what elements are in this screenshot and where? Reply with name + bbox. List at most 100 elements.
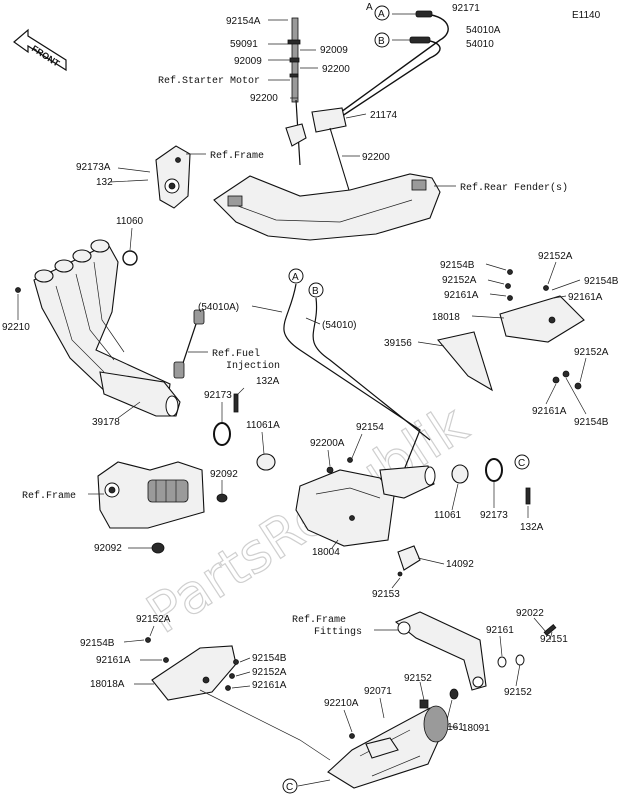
part-92152A-d: 92152A [136, 614, 171, 625]
callout-a-top-letter: A [378, 9, 385, 20]
part-92210A: 92210A [324, 698, 359, 709]
heat-shield-left [145, 637, 239, 701]
ref-frame-top: Ref.Frame [210, 150, 264, 162]
part-92154B-e: 92154B [252, 653, 287, 664]
exhaust-clamp-left [213, 393, 239, 446]
part-92152A-e: 92152A [252, 667, 287, 678]
gasket-ring [122, 250, 138, 266]
part-92154: 92154 [356, 422, 384, 433]
callout-b-mid: B [312, 286, 319, 297]
rear-fender-part [213, 173, 441, 241]
part-92200-c: 92200 [362, 152, 390, 163]
nut-92210 [15, 287, 21, 293]
part-92152-a: 92152 [504, 687, 532, 698]
part-92071: 92071 [364, 686, 392, 697]
ref-frame-left: Ref.Frame [22, 490, 76, 502]
diagram-code: E1140 [572, 10, 601, 21]
part-11061A: 11061A [246, 420, 280, 431]
part-92152A-b: 92152A [538, 251, 573, 262]
cover-14092 [397, 545, 421, 571]
part-21174: 21174 [370, 110, 398, 121]
part-92151: 92151 [540, 634, 568, 645]
part-54010A: 54010A [466, 25, 501, 36]
part-92153: 92153 [372, 589, 400, 600]
part-92022: 92022 [516, 608, 544, 619]
part-54010: 54010 [466, 39, 494, 50]
part-11061: 11061 [434, 510, 462, 521]
part-132A-b: 132A [520, 522, 544, 533]
part-92161A-a: 92161A [444, 290, 479, 301]
ref-frame-fittings-1: Ref.Frame [292, 614, 346, 626]
frame-bracket-left [97, 461, 205, 529]
part-18018A: 18018A [90, 679, 125, 690]
ref-starter-motor: Ref.Starter Motor [158, 75, 260, 87]
part-14092: 14092 [446, 559, 474, 570]
gasket-11061A [256, 453, 276, 471]
part-132: 132 [96, 177, 113, 188]
callout-a-mid: A [292, 272, 299, 283]
callout-b-top-letter: B [378, 36, 385, 47]
callout-c-bottom: C [286, 782, 293, 793]
part-18004: 18004 [312, 547, 340, 558]
part-92152-b: 92152 [404, 673, 432, 684]
part-92161-a: 92161 [486, 625, 514, 636]
muffler-18091 [327, 705, 449, 789]
part-92152A-c: 92152A [574, 347, 609, 358]
part-92173-a: 92173 [204, 390, 232, 401]
part-92009-a: 92009 [320, 45, 348, 56]
bolt-92151 [543, 624, 557, 636]
part-92009-b: 92009 [234, 56, 262, 67]
throttle-cable-mid [283, 283, 421, 471]
nut-92092-b [151, 542, 165, 554]
washer-92161 [497, 656, 507, 668]
part-92173A: 92173A [76, 162, 111, 173]
gasket-11061 [451, 464, 469, 484]
front-arrow-icon: FRONT [13, 28, 67, 72]
header-pipe-assembly [33, 239, 181, 417]
collar-92161 [449, 688, 459, 700]
part-92154A: 92154A [226, 16, 261, 27]
frame-bracket-top [155, 145, 191, 209]
part-92161A-d: 92161A [96, 655, 131, 666]
ref-fuel-injection-1: Ref.Fuel [212, 348, 260, 360]
part-92200-b: 92200 [250, 93, 278, 104]
part-92171: 92171 [452, 3, 480, 14]
return-cable-mid [312, 297, 431, 441]
part-92173-b: 92173 [480, 510, 508, 521]
part-92161A-c: 92161A [532, 406, 567, 417]
callout-a-top: A [366, 2, 373, 13]
part-92092-a: 92092 [210, 469, 238, 480]
frame-fittings-bracket [394, 611, 487, 709]
oxygen-sensor-part [173, 309, 205, 379]
part-39178: 39178 [92, 417, 120, 428]
part-18091: 18091 [462, 723, 490, 734]
part-92210: 92210 [2, 322, 30, 333]
nut-92092-a [216, 493, 228, 503]
bolt-132A [525, 487, 531, 505]
part-92154B-a: 92154B [440, 260, 475, 271]
part-92161A-e: 92161A [252, 680, 287, 691]
throttle-cable-assembly [285, 10, 449, 201]
part-92154B-d: 92154B [80, 638, 115, 649]
ref-frame-fittings-2: Fittings [314, 626, 362, 638]
part-18018: 18018 [432, 312, 460, 323]
bolt-92153 [397, 571, 403, 577]
part-92092-b: 92092 [94, 543, 122, 554]
pre-muffler-chamber [295, 457, 436, 547]
ref-fuel-injection-2: Injection [226, 360, 280, 372]
part-92152A-a: 92152A [442, 275, 477, 286]
part-92154B-c: 92154B [574, 417, 609, 428]
part-39156: 39156 [384, 338, 412, 349]
part-92161-b: 92161 [436, 722, 464, 733]
callout-c-right: C [518, 458, 525, 469]
part-92161A-b: 92161A [568, 292, 603, 303]
part-92200A: 92200A [310, 438, 345, 449]
part-59091: 59091 [230, 39, 258, 50]
part-54010-paren: (54010) [322, 320, 356, 331]
part-92200-a: 92200 [322, 64, 350, 75]
part-11060: 11060 [116, 216, 144, 227]
ref-rear-fender: Ref.Rear Fender(s) [460, 182, 568, 194]
part-92154B-b: 92154B [584, 276, 619, 287]
